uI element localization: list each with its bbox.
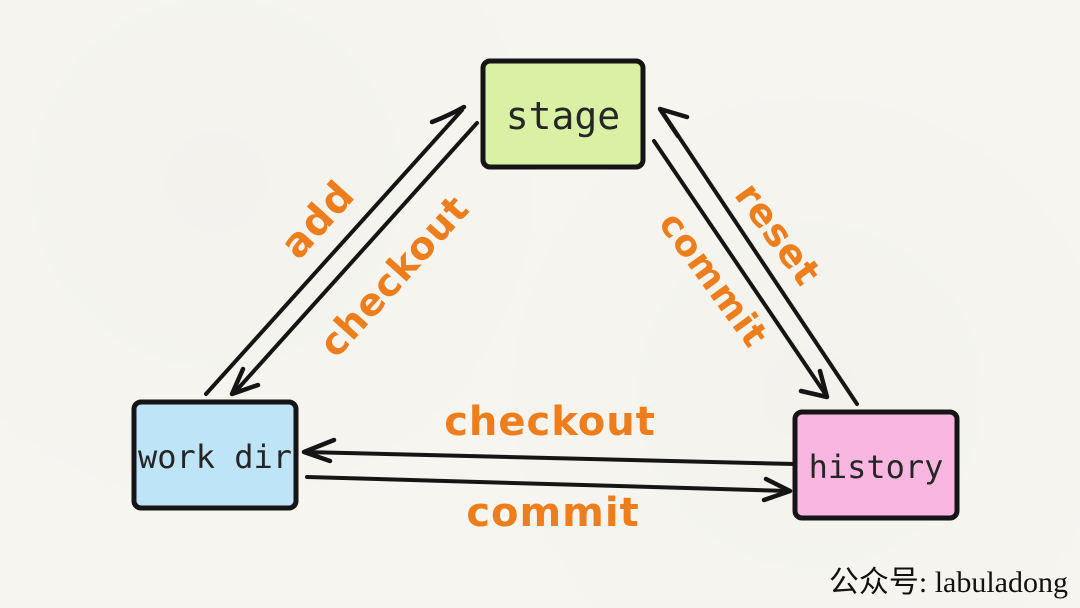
edge-checkout-lower: checkout xyxy=(301,399,797,466)
edge-label-add: add xyxy=(272,172,365,268)
checkout-upper-arrowhead-icon xyxy=(229,366,261,397)
commit-upper-arrowhead-icon xyxy=(798,368,830,400)
checkout-lower-arrow-line xyxy=(303,450,797,466)
node-stage: stage xyxy=(480,58,646,170)
edge-label-checkout-lower: checkout xyxy=(444,399,656,445)
commit-lower-arrow-line xyxy=(305,475,791,493)
edge-checkout-upper: checkout xyxy=(229,121,479,397)
node-history: history xyxy=(792,409,960,521)
commit-lower-arrowhead-icon xyxy=(761,476,793,503)
edge-label-commit-lower: commit xyxy=(466,490,639,536)
add-arrowhead-icon xyxy=(429,104,467,125)
checkout-upper-arrow-line xyxy=(233,121,479,394)
history-label: history xyxy=(809,448,944,486)
add-arrow-line xyxy=(204,108,464,396)
reset-arrow-line xyxy=(661,111,859,406)
edge-commit-lower: commit xyxy=(305,475,793,536)
stage-box xyxy=(480,58,646,170)
commit-upper-arrow-line xyxy=(652,139,828,397)
checkout-lower-arrowhead-icon xyxy=(301,437,337,464)
history-box xyxy=(792,409,960,521)
stage-label: stage xyxy=(506,94,620,138)
reset-arrowhead-icon xyxy=(657,106,690,139)
work-dir-label: work dir xyxy=(138,438,292,476)
work-dir-box xyxy=(131,399,299,511)
node-work-dir: work dir xyxy=(131,399,299,511)
watermark: 公众号: labuladong xyxy=(829,566,1068,599)
